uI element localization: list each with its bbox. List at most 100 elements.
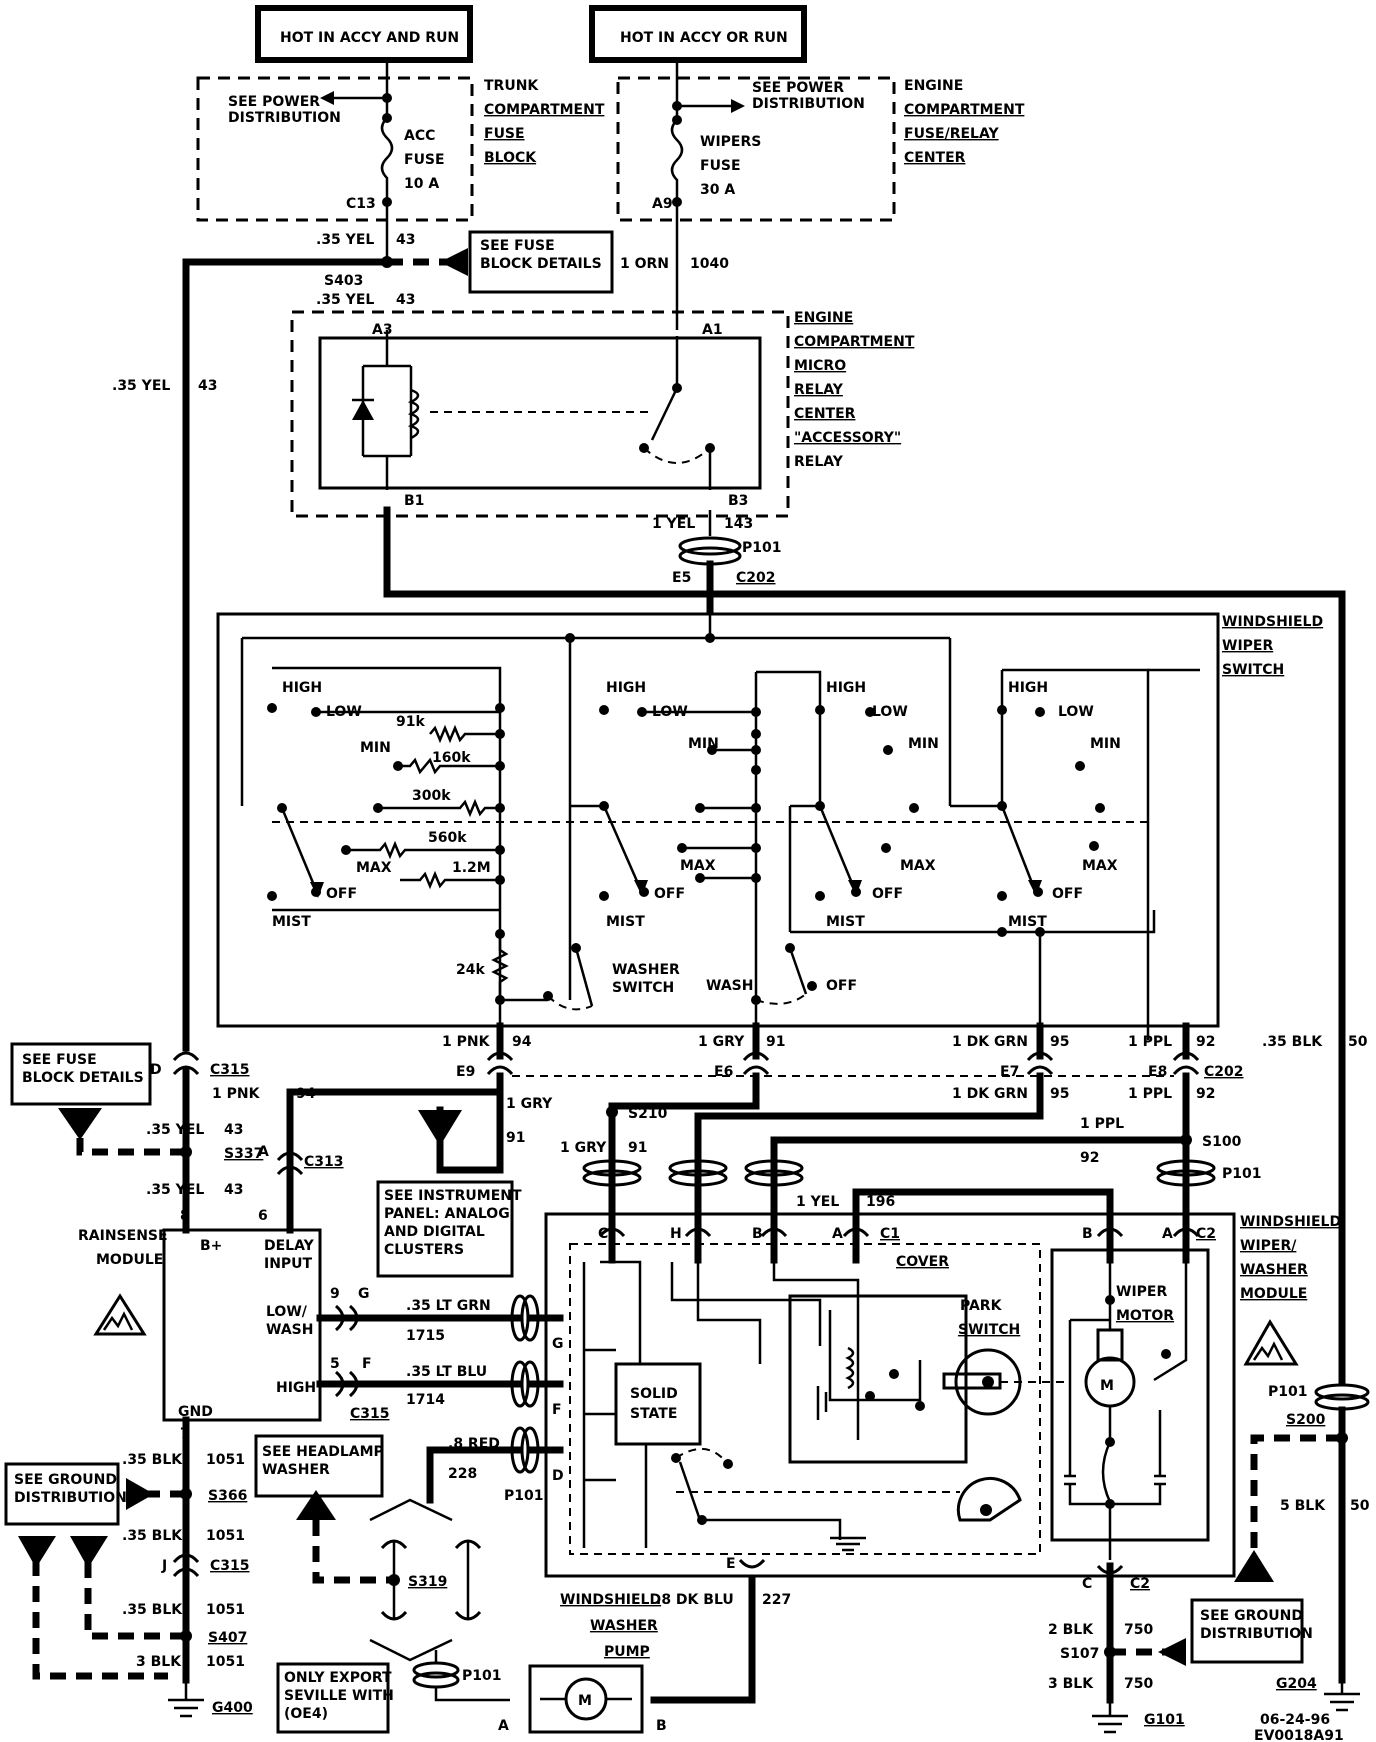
svg-text:C13: C13 [346, 196, 376, 212]
svg-text:FUSE/RELAY: FUSE/RELAY [904, 126, 999, 142]
svg-text:WIPER/: WIPER/ [1240, 1238, 1297, 1254]
svg-text:A1: A1 [702, 322, 723, 338]
svg-text:750: 750 [1124, 1676, 1153, 1692]
splice-s210 [606, 1106, 618, 1118]
svg-text:92: 92 [1196, 1034, 1215, 1050]
connector-p101-pump: P101 [412, 1650, 501, 1689]
svg-text:1051: 1051 [206, 1528, 245, 1544]
svg-text:5 BLK: 5 BLK [1280, 1498, 1326, 1514]
svg-text:228: 228 [448, 1466, 477, 1482]
connector-p101-top: P101 E5 C202 [672, 536, 781, 586]
svg-text:300k: 300k [412, 788, 451, 804]
power-label-accy-run: HOT IN ACCY AND RUN [255, 5, 473, 63]
svg-text:B: B [1082, 1226, 1093, 1242]
svg-text:G: G [358, 1286, 370, 1302]
connector-c313: A C313 [258, 1144, 344, 1176]
svg-text:WASHER: WASHER [1240, 1262, 1308, 1278]
svg-text:MAX: MAX [356, 860, 392, 876]
svg-text:HIGH: HIGH [276, 1380, 316, 1396]
svg-text:OFF: OFF [326, 886, 357, 902]
svg-text:BLOCK DETAILS: BLOCK DETAILS [480, 256, 602, 272]
svg-text:S403: S403 [324, 273, 363, 289]
wiper-switch: WINDSHIELD WIPER SWITCH [216, 610, 1323, 1028]
svg-text:G400: G400 [212, 1700, 253, 1716]
svg-text:DISTRIBUTION: DISTRIBUTION [752, 96, 865, 112]
svg-text:1040: 1040 [690, 256, 729, 272]
svg-text:C313: C313 [304, 1154, 344, 1170]
svg-text:S407: S407 [208, 1630, 247, 1646]
svg-text:196: 196 [866, 1194, 895, 1210]
connector-p101-side: P101 [504, 1294, 543, 1504]
svg-text:SOLID: SOLID [630, 1386, 678, 1402]
svg-text:SEE FUSE: SEE FUSE [480, 238, 555, 254]
svg-text:.35 LT BLU: .35 LT BLU [406, 1364, 487, 1380]
svg-text:HIGH: HIGH [1008, 680, 1048, 696]
svg-text:WASH: WASH [266, 1322, 313, 1338]
svg-text:WIPER: WIPER [1222, 638, 1273, 654]
svg-text:WINDSHIELD: WINDSHIELD [1240, 1214, 1341, 1230]
svg-text:WIPER: WIPER [1116, 1284, 1167, 1300]
svg-text:94: 94 [512, 1034, 532, 1050]
svg-text:1051: 1051 [206, 1654, 245, 1670]
arrow-up-icon [1234, 1550, 1274, 1582]
svg-text:S319: S319 [408, 1574, 447, 1590]
washer-pump: M WINDSHIELD WASHER PUMP [528, 1592, 661, 1734]
accessory-relay: A3 A1 B1 B3 ENGINE COMPARTMENT MICRO REL… [290, 310, 915, 518]
svg-text:E9: E9 [456, 1064, 475, 1080]
svg-text:ENGINE: ENGINE [794, 310, 853, 326]
svg-text:1 GRY: 1 GRY [506, 1096, 553, 1112]
svg-text:1051: 1051 [206, 1452, 245, 1468]
svg-text:.35 BLK: .35 BLK [1262, 1034, 1323, 1050]
svg-text:A: A [498, 1718, 509, 1734]
svg-text:A: A [1162, 1226, 1173, 1242]
svg-text:SEE INSTRUMENT: SEE INSTRUMENT [384, 1188, 522, 1204]
svg-text:WIPERS: WIPERS [700, 134, 761, 150]
switch-section-3: HIGH LOW MIN MAX OFF MIST [788, 680, 1002, 934]
svg-text:750: 750 [1124, 1622, 1153, 1638]
svg-text:.35 YEL: .35 YEL [316, 232, 374, 248]
svg-text:SWITCH: SWITCH [958, 1322, 1020, 1338]
svg-text:MOTOR: MOTOR [1116, 1308, 1174, 1324]
svg-text:1 PPL: 1 PPL [1080, 1116, 1124, 1132]
svg-text:.35 BLK: .35 BLK [122, 1452, 183, 1468]
svg-text:MAX: MAX [1082, 858, 1118, 874]
svg-text:3 BLK: 3 BLK [136, 1654, 182, 1670]
svg-text:MODULE: MODULE [1240, 1286, 1307, 1302]
svg-text:MIN: MIN [908, 736, 939, 752]
svg-text:PARK: PARK [960, 1298, 1003, 1314]
svg-text:SEE FUSE: SEE FUSE [22, 1052, 97, 1068]
svg-text:B1: B1 [404, 493, 424, 509]
arrow-left-icon [1158, 1638, 1186, 1666]
connector-p101-right: P101 [1268, 1383, 1370, 1411]
svg-text:SEE HEADLAMP: SEE HEADLAMP [262, 1444, 384, 1460]
svg-text:1 ORN: 1 ORN [620, 256, 669, 272]
svg-text:1714: 1714 [406, 1392, 445, 1408]
svg-text:WINDSHIELD: WINDSHIELD [560, 1592, 661, 1608]
svg-text:LOW/: LOW/ [266, 1304, 308, 1320]
svg-text:M: M [1100, 1378, 1114, 1394]
svg-text:OFF: OFF [1052, 886, 1083, 902]
switch-section-2: HIGH LOW MIN MAX OFF MIST WASH OFF [570, 670, 857, 1040]
svg-text:RELAY: RELAY [794, 382, 844, 398]
svg-text:1 PNK: 1 PNK [442, 1034, 491, 1050]
svg-text:FUSE: FUSE [404, 152, 445, 168]
svg-text:S210: S210 [628, 1106, 668, 1122]
svg-text:(OE4): (OE4) [284, 1706, 328, 1722]
see-fuse-block-details-top: SEE FUSE BLOCK DETAILS [468, 230, 614, 294]
svg-text:E5: E5 [672, 570, 691, 586]
svg-text:50: 50 [1348, 1034, 1368, 1050]
svg-text:SEE GROUND: SEE GROUND [14, 1472, 117, 1488]
svg-text:B: B [656, 1718, 667, 1734]
svg-text:OFF: OFF [654, 886, 685, 902]
connector-c202-row: E9 E6 E7 E8 C202 [456, 1022, 1244, 1080]
svg-text:DISTRIBUTION: DISTRIBUTION [14, 1490, 127, 1506]
svg-text:OFF: OFF [826, 978, 857, 994]
svg-text:1.2M: 1.2M [452, 860, 491, 876]
svg-text:AND DIGITAL: AND DIGITAL [384, 1224, 485, 1240]
ground-g204: G204 [1276, 1676, 1360, 1712]
svg-text:.35 BLK: .35 BLK [122, 1528, 183, 1544]
svg-text:MICRO: MICRO [794, 358, 846, 374]
svg-text:1715: 1715 [406, 1328, 445, 1344]
svg-text:91: 91 [506, 1130, 525, 1146]
